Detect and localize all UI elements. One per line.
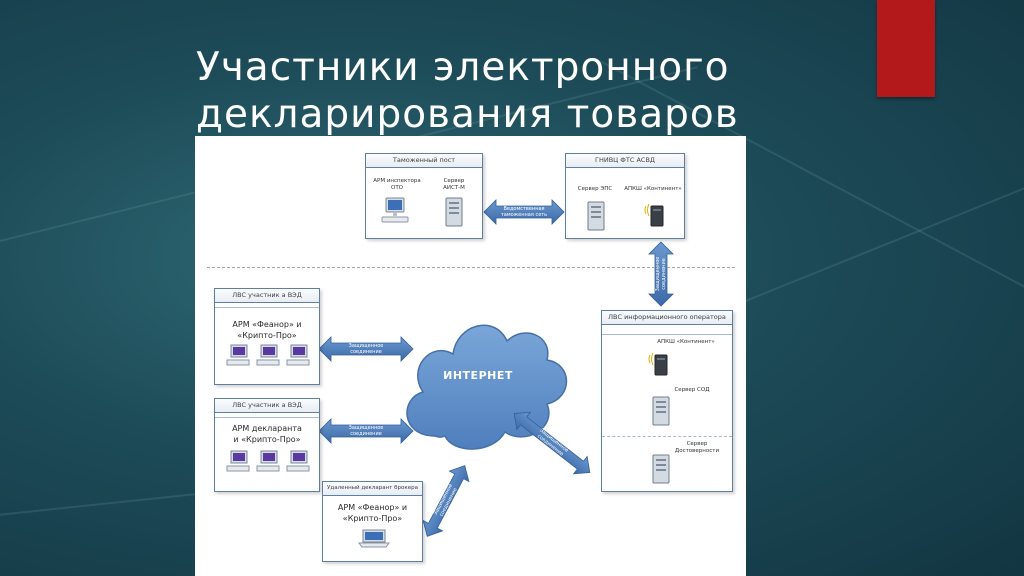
- broker-arm-label: АРМ «Феанор» и «Крипто-Про»: [337, 503, 408, 523]
- crypto-gateway-icon: [644, 203, 664, 227]
- customs-server-label: Сервер АИСТ-М: [443, 178, 465, 191]
- zone-separator: [207, 267, 735, 268]
- diagram-shapes: [318, 199, 674, 537]
- ved2-arm-label: АРМ декларанта и «Крипто-Про»: [232, 424, 302, 444]
- ved2-box: ЛВС участник а ВЭД АРМ декларанта и «Кри…: [214, 398, 320, 492]
- workstations-icon: [226, 450, 310, 472]
- arrow-secure-broker: [422, 465, 470, 537]
- departmental-network-label: Ведомственная таможенная сеть: [500, 206, 548, 218]
- slide-title-line2: декларирования товаров: [196, 92, 739, 137]
- operator-apksh-label: АПКШ «Континент»: [657, 339, 715, 345]
- operator-sod-label: Сервер СОД: [674, 387, 710, 393]
- gnivc-box: ГНИВЦ ФТС АСВД Сервер ЭПС АПКШ «Континен…: [565, 153, 685, 239]
- server-icon: [652, 454, 670, 484]
- arrow-secure-ved1: [318, 336, 414, 362]
- gnivc-server-label: Сервер ЭПС: [577, 186, 613, 192]
- internet-label: ИНТЕРНЕТ: [443, 369, 513, 382]
- slide-title-line1: Участники электронного: [196, 45, 730, 90]
- arrow-departmental: [483, 199, 565, 225]
- accent-bar: [877, 0, 935, 97]
- network-diagram: Таможенный пост АРМ инспектора ОТО Серве…: [195, 136, 746, 576]
- workstations-icon: [226, 344, 310, 366]
- gnivc-apksh-label: АПКШ «Континент»: [624, 186, 682, 192]
- customs-post-title: Таможенный пост: [366, 154, 482, 168]
- slide-title: Участники электронного декларирования то…: [196, 44, 836, 138]
- gnivc-title: ГНИВЦ ФТС АСВД: [566, 154, 684, 168]
- workstation-icon: [381, 197, 409, 223]
- operator-box: ЛВС информационного оператора АПКШ «Конт…: [601, 310, 733, 492]
- ved2-title: ЛВС участник а ВЭД: [215, 399, 319, 413]
- operator-reliability-label: Сервер Достоверности: [674, 441, 720, 454]
- ved2-divider: [215, 417, 319, 418]
- server-icon: [587, 201, 605, 231]
- laptop-icon: [358, 529, 390, 548]
- arrow-secure-ved2: [318, 418, 414, 444]
- secure-ved1-label: Защищенное соединение: [348, 343, 384, 355]
- secure-ved2-label: Защищенное соединение: [348, 425, 384, 437]
- server-icon: [652, 396, 670, 426]
- broker-box: Удаленный декларант брокера АРМ «Феанор»…: [322, 481, 423, 562]
- operator-divider: [602, 334, 732, 335]
- ved1-arm-label: АРМ «Феанор» и «Крипто-Про»: [232, 320, 302, 340]
- ved1-title: ЛВС участник а ВЭД: [215, 289, 319, 303]
- customs-arm-label: АРМ инспектора ОТО: [373, 178, 421, 191]
- broker-title: Удаленный декларант брокера: [323, 482, 422, 496]
- arrow-secure-vertical: [648, 241, 674, 307]
- ved1-divider: [215, 307, 319, 308]
- crypto-gateway-icon: [648, 352, 668, 376]
- secure-vertical-label: Защищенное соединение: [655, 256, 667, 292]
- server-icon: [445, 197, 463, 227]
- operator-title: ЛВС информационного оператора: [602, 311, 732, 325]
- customs-post-box: Таможенный пост АРМ инспектора ОТО Серве…: [365, 153, 483, 239]
- operator-divider: [602, 436, 732, 437]
- ved1-box: ЛВС участник а ВЭД АРМ «Феанор» и «Крипт…: [214, 288, 320, 385]
- arrow-secure-operator: [513, 411, 591, 475]
